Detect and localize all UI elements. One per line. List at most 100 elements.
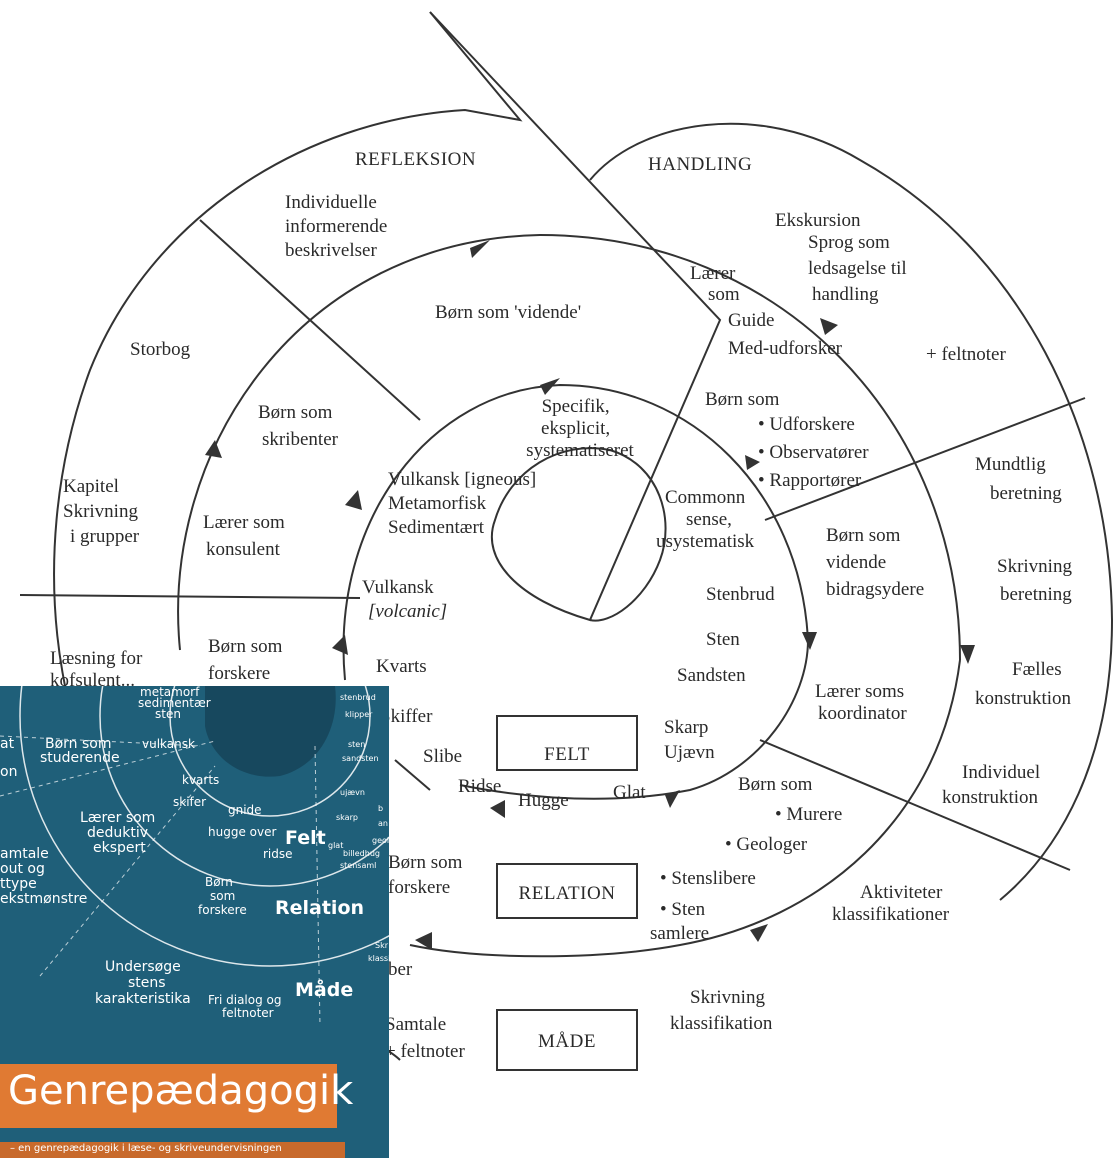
arrowhead: [490, 800, 505, 818]
glat-label: Glat: [613, 782, 646, 803]
cover-edge-small: Skr: [375, 941, 389, 950]
cover-right-small: stenbrud: [340, 693, 376, 702]
maade-box: [496, 1009, 638, 1071]
sandsten-label: Sandsten: [677, 665, 746, 686]
spoke-line: [19, 594, 361, 599]
central-arrow-line: [429, 11, 722, 622]
kapitel-label: Kapitel Skrivning i grupper: [63, 476, 143, 547]
cover-skifer: skifer: [173, 795, 206, 809]
common-sense-label: Commonn sense, usystematisk: [656, 487, 755, 552]
sprog-label: Sprog som ledsagelse til handling: [808, 232, 911, 305]
cover-title-band: [0, 1064, 337, 1128]
born-skribenter-label: Børn som skribenter: [258, 402, 339, 450]
cover-ring-inner: [169, 686, 371, 817]
arrowhead: [205, 440, 222, 458]
kvarts-label: Kvarts: [376, 656, 427, 677]
arrowhead: [470, 240, 490, 258]
cover-dashed-line: [39, 765, 216, 977]
individuel-label: Individuel konstruktion: [942, 762, 1045, 808]
relation-box-label: RELATION: [519, 883, 616, 904]
cover-left-small: at: [0, 736, 15, 752]
arrowhead: [332, 635, 348, 655]
skarp-label: Skarp Ujævn: [664, 717, 715, 763]
cover-hugge-over: hugge over: [208, 825, 276, 839]
laerer-konsulent-label: Lærer som konsulent: [203, 512, 290, 560]
aktiviteter-label: Aktiviteter klassifikationer: [832, 882, 950, 925]
arrowhead: [820, 318, 838, 335]
arrowhead: [665, 790, 680, 808]
vulkansk-volcanic-label: Vulkansk [volcanic]: [362, 577, 447, 622]
cover-edge-small: an: [378, 819, 388, 828]
cover-dashed-line: [0, 740, 216, 797]
cover-right-small: glat: [328, 841, 343, 850]
cover-right-small: ujævn: [340, 788, 365, 797]
storbog-label: Storbog: [130, 339, 191, 360]
cover-right-small: sandsten: [342, 754, 379, 763]
hugge-label: Hugge: [518, 790, 569, 811]
vulkansk-igneous-label: Vulkansk [igneous] Metamorfisk Sedimentæ…: [388, 469, 541, 538]
feltnoter-label: + feltnoter: [926, 344, 1006, 365]
cover-ridse: ridse: [263, 847, 293, 861]
cover-born-forskere: Børn som forskere: [198, 875, 247, 917]
cover-right-small: skarp: [336, 813, 358, 822]
spoke-line: [394, 759, 431, 791]
cover-fri-dialog: Fri dialog og feltnoter: [208, 993, 285, 1020]
cover-born-studerende: Børn som studerende: [40, 736, 120, 766]
cover-right-small: billedhug: [343, 849, 380, 858]
cover-felt: Felt: [285, 827, 326, 849]
cover-laerer-deduktiv: Lærer som deduktiv ekspert: [80, 810, 160, 856]
cover-samtale: amtale out og ttype ekstmønstre: [0, 846, 87, 907]
cover-right-small: klipper: [345, 710, 373, 719]
cover-ring-outer: [19, 686, 389, 967]
sten-label: Sten: [706, 629, 740, 650]
book-cover: metamorf sedimentær sten Børn som studer…: [0, 686, 389, 1158]
middle-ring-lower: [409, 659, 961, 958]
cover-dashed-line: [0, 735, 201, 747]
cover-edge-small: geolo: [372, 836, 389, 845]
outer-spiral-right: [589, 122, 1114, 901]
arrowhead: [415, 932, 432, 950]
felt-box-label: FELT: [544, 744, 590, 765]
slibe-label: Slibe: [423, 746, 462, 767]
inner-ring: [342, 383, 810, 800]
born-som-list-label: Børn som • Udforskere • Observatører • R…: [705, 389, 873, 491]
arrowhead: [540, 378, 560, 395]
cover-right-small: sten: [348, 740, 365, 749]
specifik-label: Specifik, eksplicit, systematiseret: [526, 396, 634, 461]
laerer-koordinator-label: Lærer soms koordinator: [815, 681, 909, 724]
cover-graphic: metamorf sedimentær sten Børn som studer…: [0, 686, 389, 1027]
skrivning-klass-label: Skrivning klassifikation: [670, 987, 773, 1034]
cover-vulkansk: vulkansk: [142, 737, 195, 751]
born-forskere2-label: Børn som forskere: [388, 852, 467, 898]
cover-dashed-line: [314, 745, 321, 1027]
arrowhead: [960, 645, 975, 664]
cover-right-small: stensaml: [340, 861, 376, 870]
spoke-line: [759, 739, 1071, 871]
cover-title: Genrepædagogik: [8, 1068, 354, 1114]
cover-dark-blob: [205, 686, 336, 777]
ekskursion-label: Ekskursion: [775, 210, 861, 231]
cover-kvarts: kvarts: [182, 773, 219, 787]
laerer-guide-label: Lærer som Guide Med-udforsker: [690, 263, 843, 359]
cover-relation: Relation: [275, 897, 364, 919]
cover-undersoge: Undersøge stens karakteristika: [95, 959, 191, 1007]
cover-left-small: on: [0, 764, 17, 780]
born-forskere-label: Børn som forskere: [208, 636, 287, 684]
stenbrud-label: Stenbrud: [706, 584, 775, 605]
arrowhead: [802, 632, 817, 650]
ber-label: ber: [388, 959, 413, 980]
samtale-label: Samtale + feltnoter: [385, 1014, 465, 1062]
cover-metamorf: metamorf sedimentær sten: [138, 686, 215, 721]
spoke-line: [764, 397, 1086, 521]
arrowhead: [745, 455, 760, 470]
skiffer-label: Skiffer: [380, 706, 433, 727]
stenslibere-label: • Stenslibere • Sten samlere: [650, 868, 761, 944]
spoke-line: [199, 219, 421, 421]
maade-box-label: MÅDE: [538, 1031, 596, 1052]
relation-box: [496, 863, 638, 919]
cover-ring-middle: [99, 686, 389, 887]
individuelle-label: Individuelle informerende beskrivelser: [285, 192, 392, 261]
faelles-label: Fælles konstruktion: [975, 659, 1072, 709]
handling-header: HANDLING: [648, 154, 752, 175]
